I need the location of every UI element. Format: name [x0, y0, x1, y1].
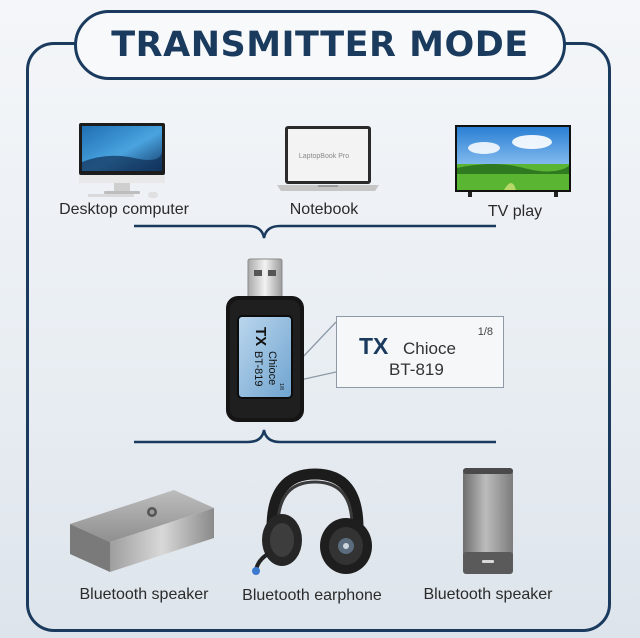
callout-leader-top	[299, 321, 337, 361]
source-label-desktop: Desktop computer	[59, 201, 189, 218]
laptop-icon: LaptopBook Pro	[277, 126, 379, 191]
callout-page: 1/8	[477, 326, 493, 338]
source-label-tv: TV play	[487, 203, 543, 220]
bar-speaker-icon	[70, 490, 214, 572]
tower-speaker-icon	[463, 468, 513, 574]
output-label-bar-speaker: Bluetooth speaker	[79, 586, 209, 603]
source-label-notebook: Notebook	[289, 201, 359, 218]
callout-line2: BT-819	[389, 360, 444, 379]
adapter-screen-mode: TX	[252, 327, 269, 346]
callout-leader-bottom	[299, 371, 337, 381]
laptop-screen-text: LaptopBook Pro	[299, 153, 349, 160]
callout-line1: Chioce	[403, 339, 456, 358]
tv-icon	[455, 125, 571, 197]
adapter-screen-page: 1/8	[278, 383, 284, 390]
output-label-earphone: Bluetooth earphone	[242, 587, 382, 604]
adapter-screen-line1: Chioce	[266, 351, 278, 385]
headphones-icon	[252, 468, 372, 575]
lcd-callout: TX Chioce BT-819 1/8	[336, 316, 504, 388]
title-banner: TRANSMITTER MODE	[74, 10, 566, 80]
bottom-bracket-line	[134, 429, 496, 444]
usb-transmitter-icon: TX Chioce BT-819 1/8	[226, 258, 304, 422]
adapter-screen-line2: BT-819	[252, 351, 264, 386]
output-label-tower-speaker: Bluetooth speaker	[423, 586, 553, 603]
page-title: TRANSMITTER MODE	[111, 25, 529, 65]
top-bracket-line	[134, 224, 496, 239]
desktop-monitor-icon	[79, 123, 165, 198]
callout-mode: TX	[359, 333, 389, 359]
